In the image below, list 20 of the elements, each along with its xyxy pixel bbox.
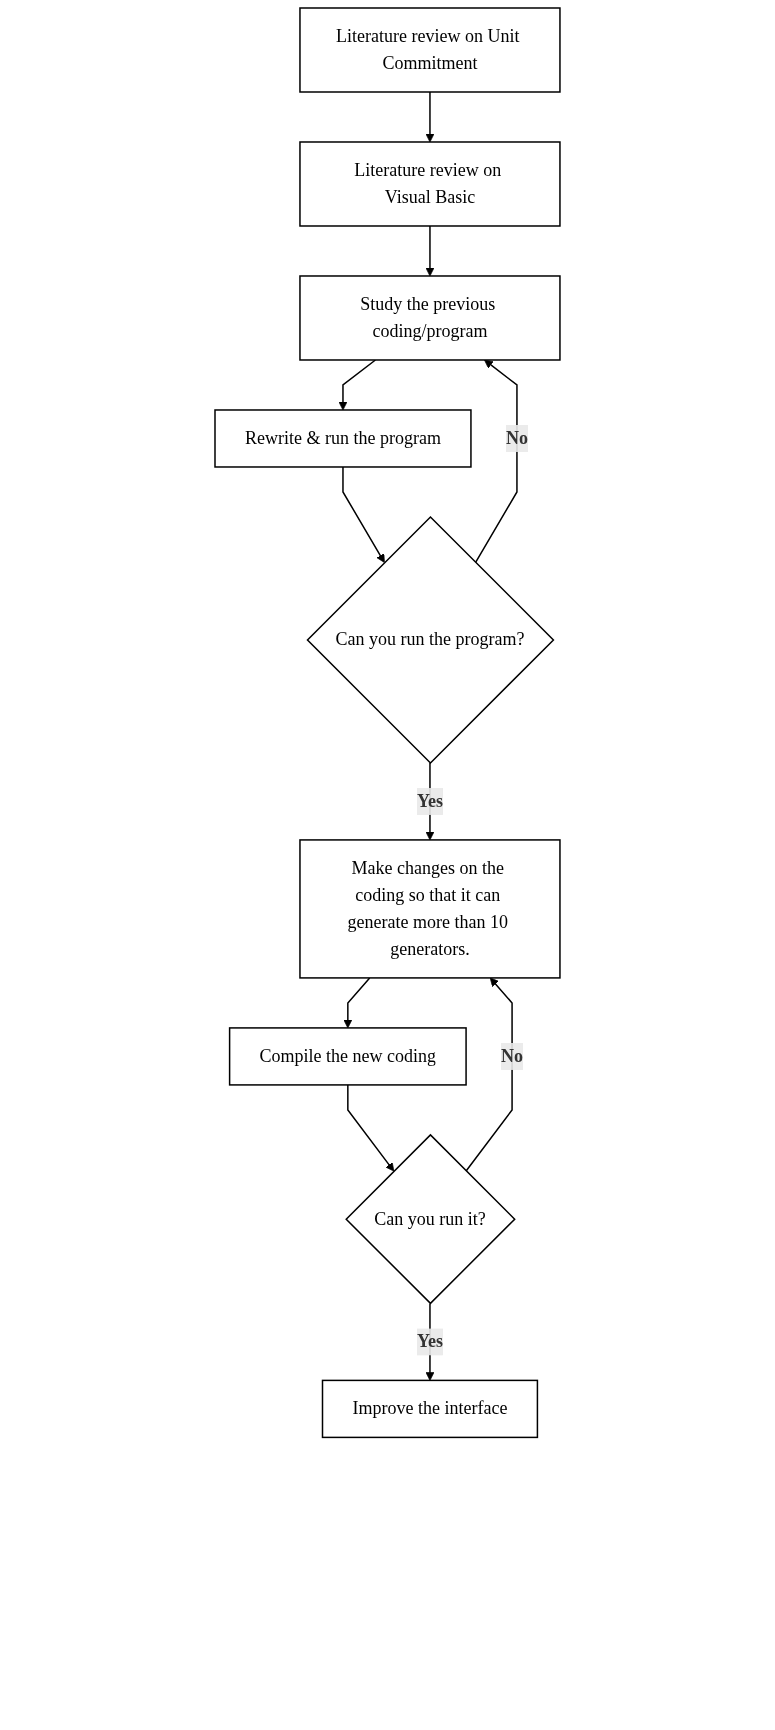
arrow xyxy=(425,225,435,277)
node-box: Literature review on Visual Basic xyxy=(299,141,561,227)
arrow xyxy=(343,977,371,1029)
arrow xyxy=(338,359,377,411)
edge-label: Yes xyxy=(416,1331,443,1352)
node-box: Compile the new coding xyxy=(228,1027,467,1086)
arrow xyxy=(342,466,385,563)
arrow xyxy=(347,1084,395,1172)
edge-label: No xyxy=(505,427,528,448)
node-box: Literature review on Unit Commitment xyxy=(299,7,561,93)
node-box: Make changes on the coding so that it can generate more than 10 generators. xyxy=(299,839,561,979)
node-diamond: Can you run the program? xyxy=(306,515,555,764)
node-diamond: Can you run it? xyxy=(345,1133,516,1305)
node-box: Improve the interface xyxy=(321,1379,539,1439)
edge-label: No xyxy=(501,1045,524,1066)
edge-label: Yes xyxy=(416,790,443,811)
arrow xyxy=(474,359,518,564)
arrow xyxy=(425,91,435,143)
node-box: Study the previous coding/program xyxy=(299,275,561,361)
node-box: Rewrite & run the program xyxy=(214,409,472,468)
